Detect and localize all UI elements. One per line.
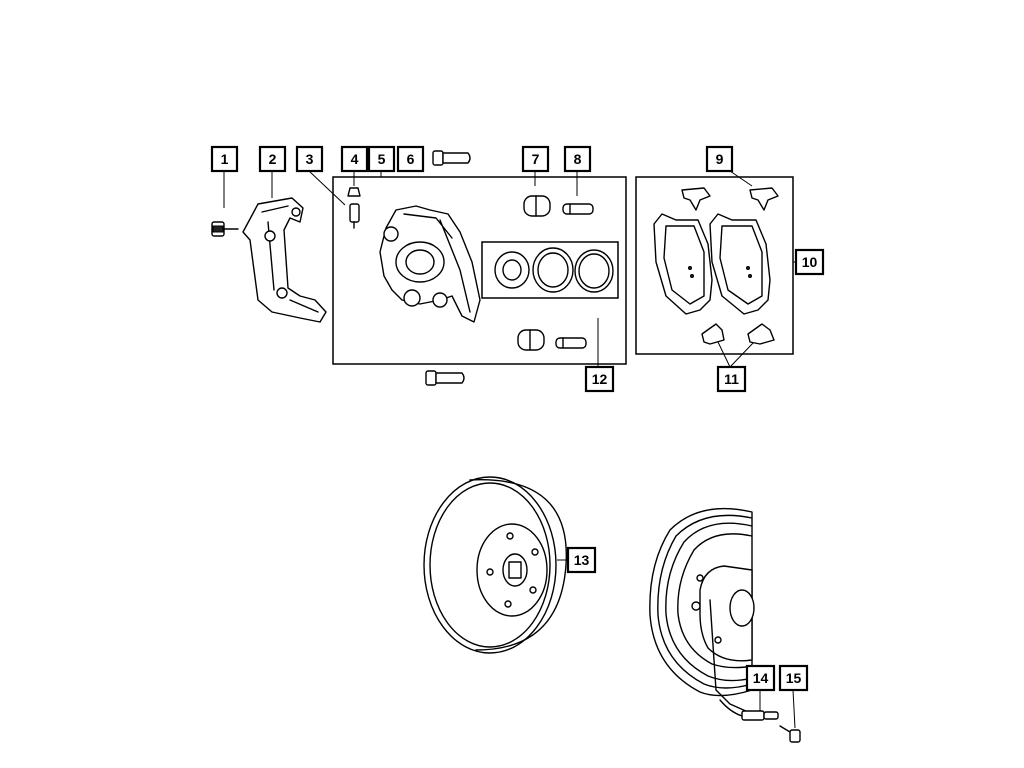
sleeve-lower-part (555, 337, 587, 349)
bushing-lower-part (517, 329, 545, 351)
seal-kit-part (481, 241, 619, 299)
callout-9: 9 (705, 145, 734, 173)
callout-8: 8 (563, 145, 592, 173)
callout-7-label: 7 (532, 151, 540, 167)
guide-pin-bolt-upper (432, 150, 471, 166)
callout-8-label: 8 (574, 151, 582, 167)
brake-pad-right-part (709, 213, 771, 315)
caliper-body-part (379, 205, 481, 323)
callout-15-label: 15 (786, 670, 802, 686)
mounting-bolt-part (211, 221, 239, 237)
callout-6-label: 6 (407, 151, 415, 167)
caliper-group-box (332, 176, 627, 365)
pad-group-box (635, 176, 794, 355)
callout-2: 2 (258, 145, 287, 173)
callout-4: 4 (340, 145, 369, 173)
callout-1: 1 (210, 145, 239, 173)
wheel-speed-sensor-part (719, 699, 779, 721)
guide-pin-bolt-lower (425, 370, 465, 386)
callout-5: 5 (367, 145, 396, 173)
bleeder-screw-part (347, 187, 361, 229)
brake-pad-left-part (653, 213, 713, 315)
callout-7: 7 (521, 145, 550, 173)
callout-12-label: 12 (592, 371, 608, 387)
callout-6: 6 (396, 145, 425, 173)
callout-4-label: 4 (351, 151, 359, 167)
callout-11-label: 11 (724, 371, 739, 387)
callout-11: 11 (716, 365, 747, 393)
installed-rotor-hub-part (649, 507, 755, 713)
bushing-upper-part (523, 195, 551, 217)
callout-2-label: 2 (269, 151, 277, 167)
callout-3-label: 3 (306, 151, 314, 167)
callout-10: 10 (794, 248, 825, 276)
brake-rotor-part (423, 476, 568, 654)
pad-clip-bottom-right (747, 323, 775, 345)
callout-10-label: 10 (802, 254, 818, 270)
pad-clip-bottom-left (701, 323, 725, 345)
caliper-adapter-bracket-part (242, 197, 327, 323)
callout-5-label: 5 (378, 151, 386, 167)
callout-13-label: 13 (574, 552, 590, 568)
callout-13: 13 (566, 546, 597, 574)
callout-3: 3 (295, 145, 324, 173)
pad-clip-top-right (749, 187, 779, 211)
callout-9-label: 9 (716, 151, 724, 167)
callout-14: 14 (745, 664, 776, 692)
callout-12: 12 (584, 365, 615, 393)
pad-clip-top-left (681, 187, 711, 211)
callout-1-label: 1 (221, 151, 229, 167)
callout-15: 15 (778, 664, 809, 692)
sleeve-upper-part (562, 203, 594, 215)
sensor-screw-part (779, 725, 801, 743)
callout-14-label: 14 (753, 670, 769, 686)
